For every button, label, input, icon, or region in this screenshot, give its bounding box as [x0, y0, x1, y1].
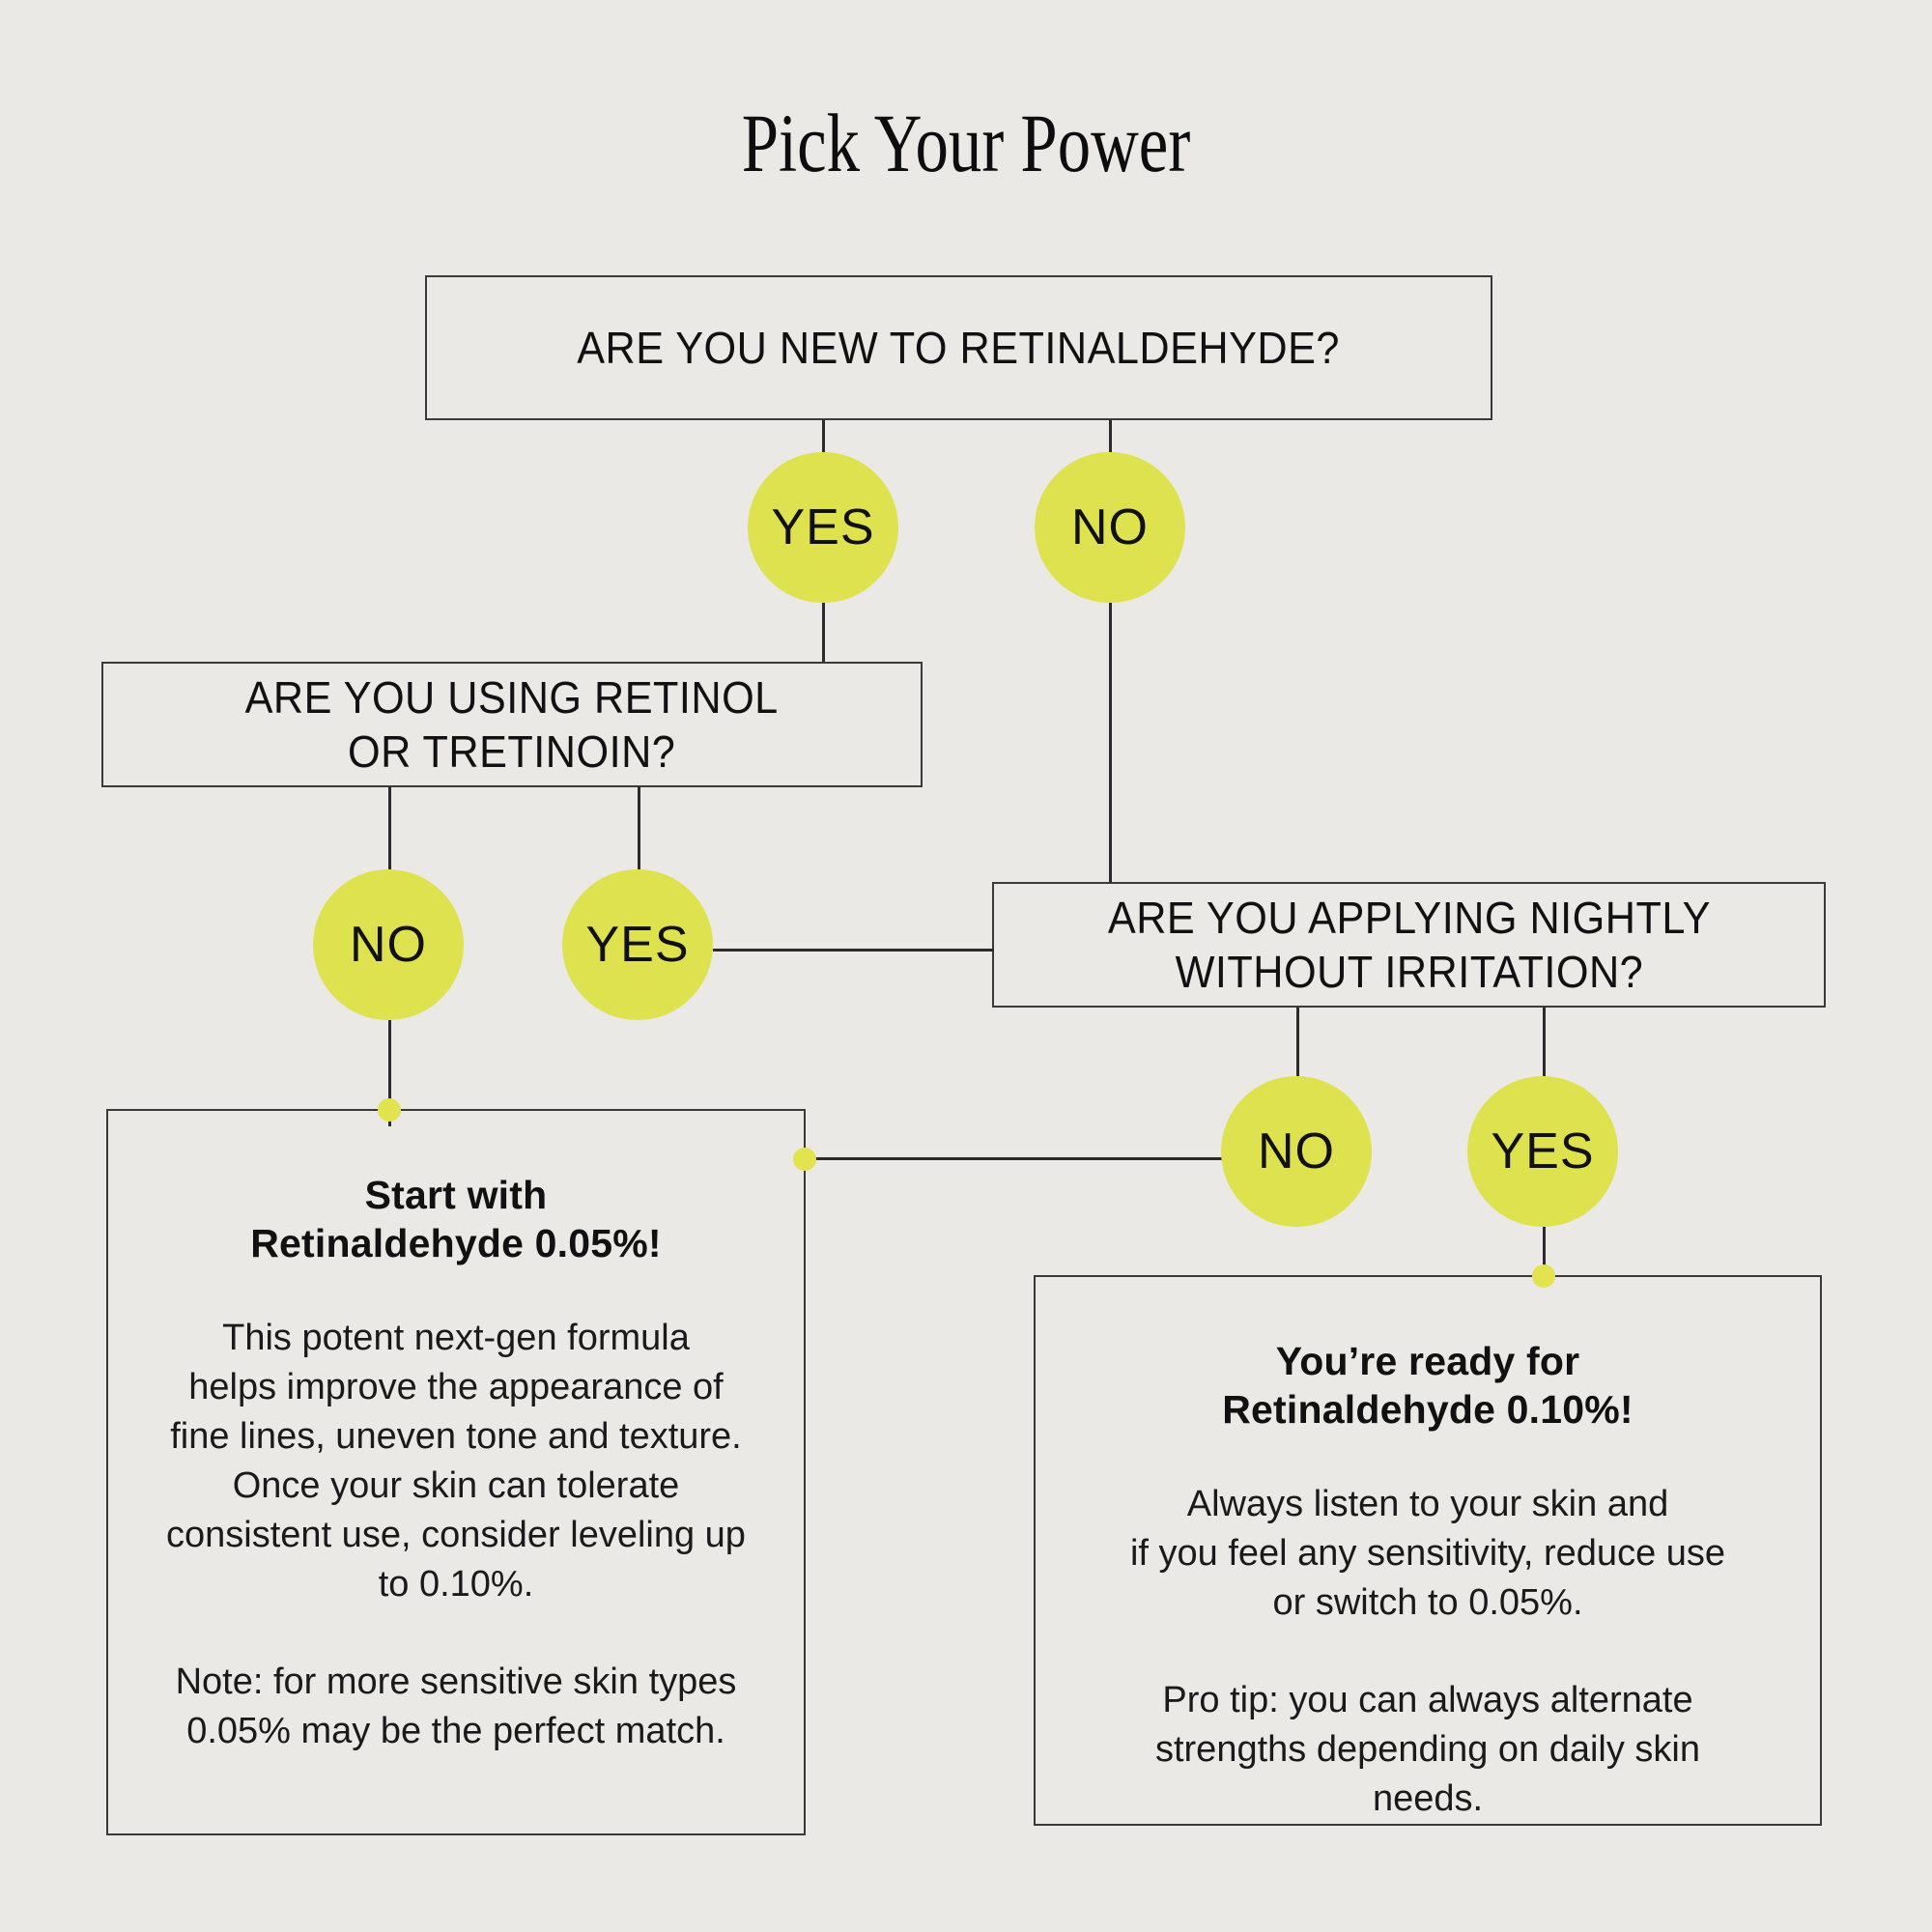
- result-box-start-005: Start with Retinaldehyde 0.05%! This pot…: [106, 1109, 806, 1835]
- connector-q3no-to-left-result: [804, 1157, 1223, 1160]
- answer-circle-q1-yes[interactable]: YES: [748, 452, 898, 603]
- page-title: Pick Your Power: [741, 97, 1191, 189]
- result-right-heading: You’re ready for Retinaldehyde 0.10%!: [1222, 1339, 1634, 1432]
- connector-q2yes-to-q3: [713, 949, 994, 952]
- connector-q1no-to-q3: [1109, 603, 1112, 882]
- question-box-using-retinol-or-tretinoin: ARE YOU USING RETINOL OR TRETINOIN?: [101, 662, 923, 787]
- result-right-paragraph-2: Pro tip: you can always alternate streng…: [1154, 1680, 1701, 1819]
- connector-q1yes-to-q2: [822, 603, 825, 662]
- answer-circle-q1-no[interactable]: NO: [1035, 452, 1185, 603]
- connector-q2-to-no: [388, 787, 391, 869]
- answer-label: YES: [1491, 1123, 1595, 1179]
- question-1-text: ARE YOU NEW TO RETINALDEHYDE?: [577, 323, 1341, 373]
- connector-q2-to-yes: [638, 787, 640, 869]
- question-box-applying-nightly-without-irritation: ARE YOU APPLYING NIGHTLY WITHOUT IRRITAT…: [992, 882, 1826, 1008]
- junction-dot-right-result-top: [1532, 1264, 1555, 1288]
- connector-q3-to-no: [1296, 1008, 1299, 1076]
- question-3-text: ARE YOU APPLYING NIGHTLY WITHOUT IRRITAT…: [1107, 893, 1711, 997]
- junction-dot-left-result-top: [378, 1098, 401, 1122]
- connector-q3-to-yes: [1543, 1008, 1546, 1076]
- answer-label: YES: [771, 499, 875, 555]
- connector-q2no-to-left-result: [388, 1020, 391, 1126]
- result-right-paragraph-1: Always listen to your skin and if you fe…: [1129, 1484, 1726, 1623]
- result-box-ready-010: You’re ready for Retinaldehyde 0.10%! Al…: [1034, 1275, 1822, 1826]
- connector-q3yes-to-right-result: [1543, 1227, 1546, 1277]
- result-left-heading: Start with Retinaldehyde 0.05%!: [250, 1173, 662, 1265]
- answer-label: NO: [1258, 1123, 1335, 1179]
- answer-circle-q2-yes[interactable]: YES: [562, 869, 713, 1020]
- answer-circle-q2-no[interactable]: NO: [313, 869, 464, 1020]
- answer-circle-q3-yes[interactable]: YES: [1467, 1076, 1618, 1227]
- question-box-new-to-retinaldehyde: ARE YOU NEW TO RETINALDEHYDE?: [425, 275, 1492, 420]
- question-2-text: ARE YOU USING RETINOL OR TRETINOIN?: [244, 672, 780, 777]
- result-left-paragraph-1: This potent next-gen formula helps impro…: [166, 1318, 746, 1605]
- connector-q1-to-yes: [822, 420, 825, 464]
- result-left-paragraph-2: Note: for more sensitive skin types 0.05…: [175, 1662, 737, 1751]
- connector-q1-to-no: [1109, 420, 1112, 464]
- answer-circle-q3-no[interactable]: NO: [1221, 1076, 1372, 1227]
- answer-label: NO: [1071, 499, 1149, 555]
- answer-label: YES: [585, 917, 690, 973]
- junction-dot-left-result-right: [793, 1148, 816, 1171]
- answer-label: NO: [350, 917, 427, 973]
